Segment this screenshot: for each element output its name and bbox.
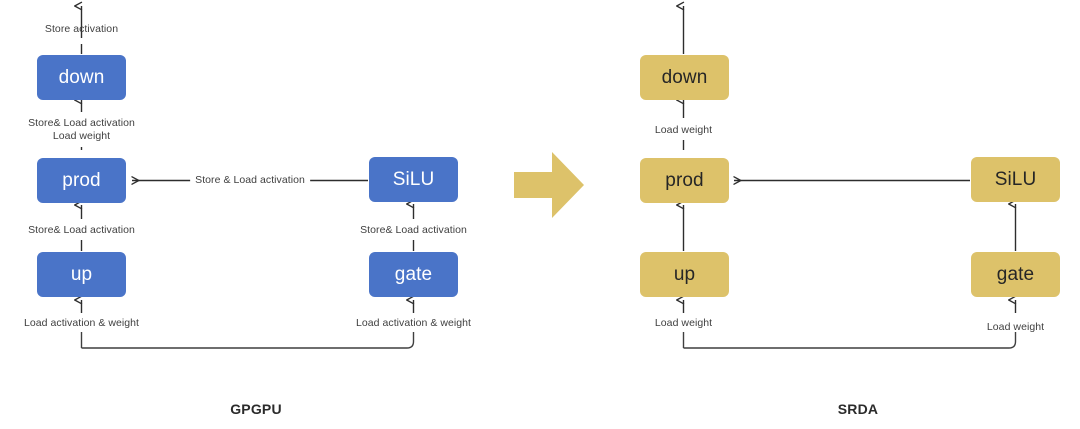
node-gpgpu-down[interactable]: down (37, 55, 126, 100)
node-gpgpu-prod[interactable]: prod (37, 158, 126, 203)
node-srda-silu[interactable]: SiLU (971, 157, 1060, 202)
edge-label-gpgpu-silu-prod: Store & Load activation (190, 174, 310, 187)
node-label: down (661, 67, 708, 88)
panel-caption-srda: SRDA (837, 401, 879, 417)
edge-label-gpgpu-down-out: Store activation (44, 23, 119, 35)
node-label: SiLU (392, 169, 435, 190)
right-arrow-icon (514, 152, 584, 218)
node-srda-prod[interactable]: prod (640, 158, 729, 203)
node-srda-down[interactable]: down (640, 55, 729, 100)
node-label: down (58, 67, 105, 88)
panel-caption-gpgpu: GPGPU (230, 401, 282, 417)
node-label: up (673, 264, 696, 285)
edge-label-gpgpu-in-up: Load activation & weight (23, 317, 140, 329)
node-label: prod (62, 170, 101, 191)
node-label: prod (665, 170, 704, 191)
node-gpgpu-gate[interactable]: gate (369, 252, 458, 297)
node-gpgpu-up[interactable]: up (37, 252, 126, 297)
node-label: SiLU (994, 169, 1037, 190)
edge-label-gpgpu-prod-down: Store& Load activation Load weight (28, 117, 135, 142)
node-gpgpu-silu[interactable]: SiLU (369, 157, 458, 202)
edge-label-srda-prod-down: Load weight (654, 124, 713, 136)
edge-label-srda-in-gate: Load weight (986, 321, 1045, 333)
edge-label-srda-in-up: Load weight (654, 317, 713, 329)
edge-label-gpgpu-gate-silu: Store& Load activation (360, 224, 467, 236)
node-label: gate (394, 264, 433, 285)
node-srda-up[interactable]: up (640, 252, 729, 297)
node-label: gate (996, 264, 1035, 285)
node-srda-gate[interactable]: gate (971, 252, 1060, 297)
edge-label-gpgpu-up-prod: Store& Load activation (28, 224, 135, 236)
node-label: up (70, 264, 93, 285)
edge-label-gpgpu-in-gate: Load activation & weight (355, 317, 472, 329)
